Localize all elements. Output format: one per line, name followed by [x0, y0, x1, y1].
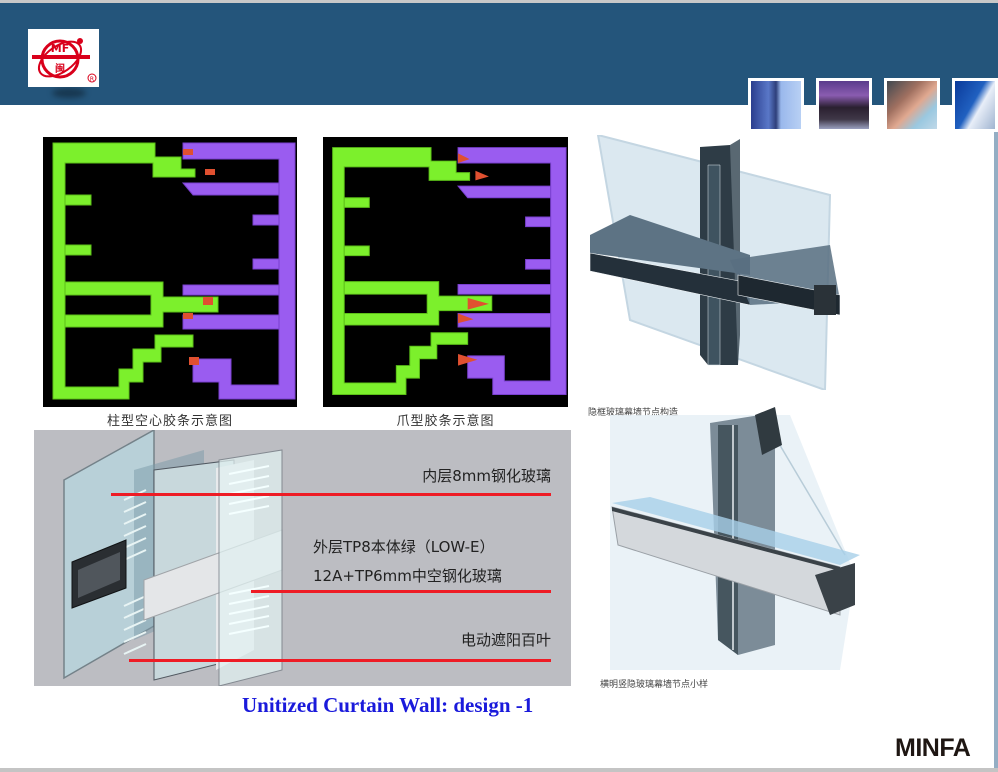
mullion-transom-photo	[589, 133, 841, 392]
photo-caption-bottom: 横明竖隐玻璃幕墙节点小样	[600, 680, 709, 690]
double-skin-section-diagram: 内层8mm钢化玻璃 外层TP8本体绿（LOW-E） 12A+TP6mm中空钢化玻…	[34, 430, 571, 686]
brand-wordmark: MINFA	[895, 734, 971, 762]
svg-text:闽: 闽	[55, 62, 65, 75]
skyscraper-thumbnail	[952, 78, 998, 132]
company-logo: MF 闽 R	[28, 29, 99, 87]
slide-title: Unitized Curtain Wall: design -1	[242, 693, 534, 717]
diagram-caption: 柱型空心胶条示意图	[106, 414, 233, 429]
louver-label: 电动遮阳百叶	[460, 631, 551, 649]
night-city-thumbnail	[816, 78, 872, 132]
inner-glass-label: 内层8mm钢化玻璃	[422, 467, 551, 485]
leader-line	[129, 659, 551, 662]
column-hollow-gasket-diagram	[43, 137, 297, 407]
leader-line	[111, 493, 551, 496]
claw-gasket-diagram	[323, 137, 568, 407]
svg-text:MF: MF	[51, 42, 69, 55]
diagram-caption: 爪型胶条示意图	[396, 414, 495, 429]
glass-tower-thumbnail	[748, 78, 804, 132]
hidden-frame-photo	[590, 405, 865, 670]
phone-call-thumbnail	[884, 78, 940, 132]
insulated-glass-label: 12A+TP6mm中空钢化玻璃	[313, 567, 502, 585]
bottom-border	[0, 768, 998, 772]
outer-glass-label: 外层TP8本体绿（LOW-E）	[313, 538, 495, 556]
top-border	[0, 0, 998, 3]
logo-shadow	[52, 88, 86, 98]
svg-text:R: R	[90, 76, 94, 83]
photo-caption-top: 隐框玻璃幕墙节点构造	[588, 408, 679, 418]
leader-line	[251, 590, 551, 593]
right-edge-bar	[994, 132, 998, 768]
minfa-logo-icon: MF 闽 R	[32, 38, 97, 83]
